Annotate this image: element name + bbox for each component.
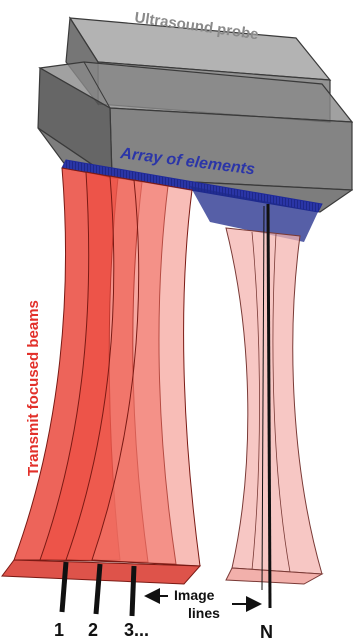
line-number-2: 2 [88, 620, 98, 640]
beam-n [226, 228, 322, 584]
image-lines-label-2: lines [188, 605, 220, 621]
line-number-3: 3... [124, 620, 149, 640]
image-line-n [268, 204, 270, 608]
image-line-3 [132, 566, 134, 616]
line-number-1: 1 [54, 620, 64, 640]
image-lines-label-1: Image [174, 587, 215, 603]
line-number-n: N [260, 622, 273, 642]
beams-label: Transmit focused beams [25, 300, 42, 476]
